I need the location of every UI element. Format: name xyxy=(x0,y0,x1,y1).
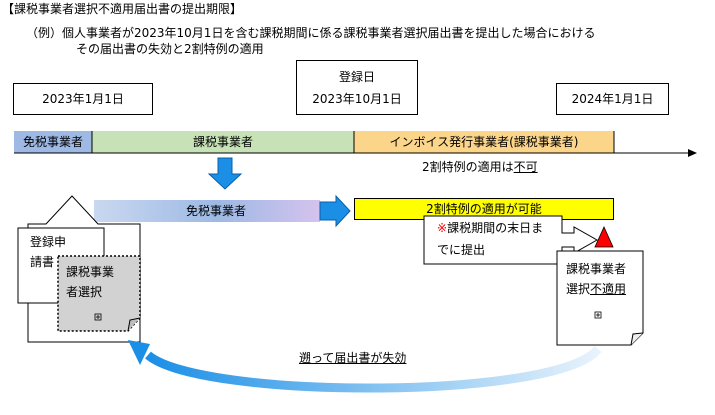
selection-sheet-line-1: 課税事業 xyxy=(66,265,115,279)
timeline-taxable-bar: 課税事業者 xyxy=(92,131,354,153)
deadline-marker-icon xyxy=(594,226,614,248)
timeline-taxable-label: 課税事業者 xyxy=(192,135,253,149)
lower-exempt-label: 免税事業者 xyxy=(186,204,247,218)
non-application-mark-icon xyxy=(594,311,602,319)
heading: 【課税事業者選択不適用届出書の提出期限】 xyxy=(2,2,243,16)
registration-sheet-line-2: 請書 xyxy=(30,255,55,269)
example-line-1: （例）個人事業者が2023年10月1日を含む課税期間に係る課税事業者選択届出書を… xyxy=(26,26,596,40)
timeline-arrowhead xyxy=(688,149,697,157)
callout-mark: ※ xyxy=(437,221,448,235)
non-application-line-1: 課税事業者 xyxy=(566,262,627,276)
not-applicable-prefix: 2割特例の適用は xyxy=(422,160,514,174)
start-date-box: 2023年1月1日 xyxy=(13,83,153,115)
applicable-bar: 2割特例の適用が可能 xyxy=(354,198,614,220)
registration-date: 2023年10月1日 xyxy=(312,92,402,106)
deadline-callout xyxy=(423,215,599,265)
non-application-line-2a: 選択 xyxy=(566,282,591,296)
non-application-sheet-fold xyxy=(630,332,644,346)
start-date: 2023年1月1日 xyxy=(42,92,124,106)
lower-exempt-bar xyxy=(94,200,320,222)
timeline-exempt-bar: 免税事業者 xyxy=(14,131,92,153)
callout-line-1: ※課税期間の末日ま xyxy=(437,222,543,234)
registration-sheet-line-1: 登録申 xyxy=(30,235,67,249)
end-date-box: 2024年1月1日 xyxy=(556,83,669,115)
example-line-2: その届出書の失効と2割特例の適用 xyxy=(76,42,264,56)
callout-line-2: でに提出 xyxy=(437,243,486,257)
return-arrow-head-icon xyxy=(128,340,150,365)
not-applicable-note: 2割特例の適用は不可 xyxy=(422,161,538,173)
callout-line-1-text: 課税期間の末日ま xyxy=(447,221,544,235)
return-arrow-curve xyxy=(145,345,602,393)
timeline-invoice-label: インボイス発行事業者(課税事業者) xyxy=(389,135,579,149)
selection-sheet-line-2: 者選択 xyxy=(66,285,103,299)
timeline-invoice-bar: インボイス発行事業者(課税事業者) xyxy=(354,131,614,153)
non-application-line-2: 選択不適用 xyxy=(566,283,626,295)
registration-label: 登録日 xyxy=(338,70,375,84)
down-arrow-icon xyxy=(207,157,243,190)
not-applicable-emphasis: 不可 xyxy=(513,160,538,174)
selection-sheet-fold xyxy=(127,317,141,332)
selection-sheet-mark-icon xyxy=(94,313,102,321)
non-application-line-2b: 不適用 xyxy=(590,282,627,296)
timeline-exempt-label: 免税事業者 xyxy=(22,135,83,149)
end-date: 2024年1月1日 xyxy=(571,92,654,106)
right-arrow-icon xyxy=(319,194,351,228)
applicable-label: 2割特例の適用が可能 xyxy=(426,202,542,216)
registration-date-box: 登録日 2023年10月1日 xyxy=(296,60,418,115)
return-label: 遡って届出書が失効 xyxy=(299,351,407,365)
